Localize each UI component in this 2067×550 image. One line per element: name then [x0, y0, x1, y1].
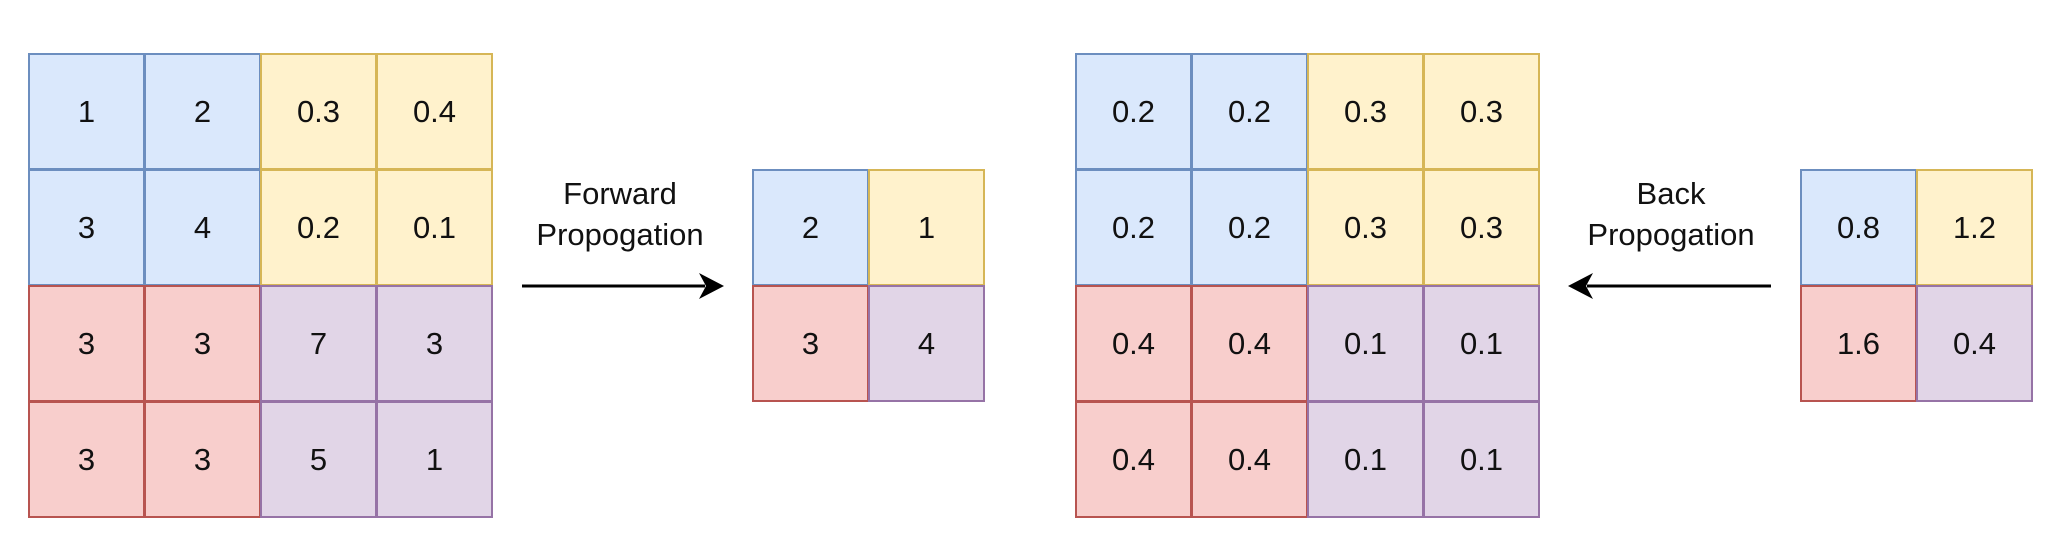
matrix-cell: 0.2 [1191, 169, 1308, 286]
forward-propagation-label: Forward Propogation [505, 173, 735, 255]
matrix-cell: 0.3 [1423, 53, 1540, 170]
matrix-cell: 3 [28, 401, 145, 518]
matrix-cell: 2 [752, 169, 869, 286]
matrix-cell: 1 [28, 53, 145, 170]
matrix-cell: 3 [752, 285, 869, 402]
back-label-line2: Propogation [1587, 217, 1755, 252]
matrix-cell: 0.4 [1916, 285, 2033, 402]
matrix-cell: 4 [868, 285, 985, 402]
forward-label-line2: Propogation [536, 217, 704, 252]
matrix-cell: 0.1 [376, 169, 493, 286]
matrix-cell: 0.2 [260, 169, 377, 286]
matrix-cell: 3 [144, 401, 261, 518]
matrix-cell: 0.2 [1075, 169, 1192, 286]
matrix-cell: 1.6 [1800, 285, 1917, 402]
back-propagation-label: Back Propogation [1556, 173, 1786, 255]
matrix-cell: 0.3 [260, 53, 377, 170]
matrix-cell: 0.1 [1423, 285, 1540, 402]
matrix-cell: 0.2 [1075, 53, 1192, 170]
matrix-cell: 0.4 [376, 53, 493, 170]
matrix-cell: 0.2 [1191, 53, 1308, 170]
matrix-cell: 0.3 [1423, 169, 1540, 286]
forward-label-line1: Forward [563, 176, 677, 211]
matrix-cell: 0.1 [1307, 285, 1424, 402]
matrix-cell: 0.3 [1307, 53, 1424, 170]
matrix-cell: 0.4 [1191, 285, 1308, 402]
matrix-cell: 5 [260, 401, 377, 518]
matrix-cell: 0.4 [1075, 401, 1192, 518]
matrix-cell: 1.2 [1916, 169, 2033, 286]
back-label-line1: Back [1636, 176, 1706, 211]
matrix-cell: 1 [376, 401, 493, 518]
matrix-cell: 3 [376, 285, 493, 402]
matrix-cell: 7 [260, 285, 377, 402]
matrix-cell: 0.3 [1307, 169, 1424, 286]
matrix-cell: 0.1 [1307, 401, 1424, 518]
matrix-cell: 0.1 [1423, 401, 1540, 518]
matrix-cell: 0.8 [1800, 169, 1917, 286]
matrix-cell: 0.4 [1191, 401, 1308, 518]
matrix-cell: 3 [28, 285, 145, 402]
